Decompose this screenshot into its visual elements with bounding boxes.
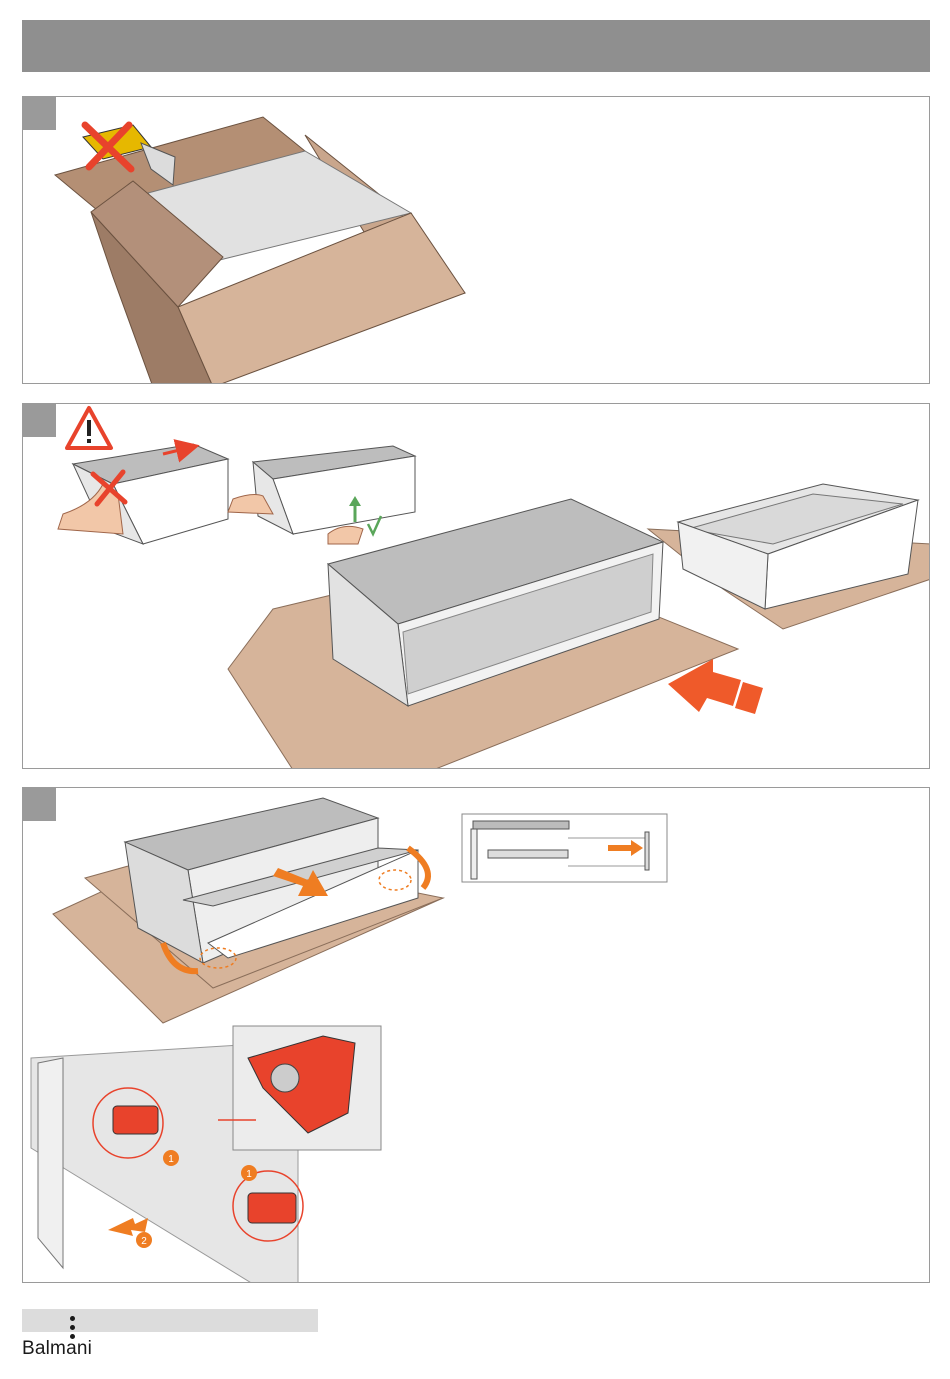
- callout-1b: 1: [246, 1169, 252, 1180]
- callout-2: 2: [141, 1236, 147, 1247]
- brand-name: Balmani: [22, 1338, 92, 1360]
- step-2-panel: [22, 403, 930, 769]
- step-2-badge: [23, 404, 56, 437]
- open-box-illustration: [23, 97, 930, 384]
- brand-logo: Balmani: [22, 1316, 112, 1376]
- step-3-panel: 1 1 2: [22, 787, 930, 1283]
- unpack-cabinet-illustration: [23, 404, 930, 769]
- step-3-badge: [23, 788, 56, 821]
- drawer-clip-icon-2: [248, 1193, 296, 1223]
- remove-drawer-illustration: 1 1 2: [23, 788, 930, 1283]
- step-1-panel: [22, 96, 930, 384]
- rail-section-diagram: [462, 814, 667, 882]
- step-1-badge: [23, 97, 56, 130]
- callout-1: 1: [168, 1154, 174, 1165]
- drawer-clip-icon: [113, 1106, 158, 1134]
- warning-icon: [67, 408, 111, 448]
- header-bar: [22, 20, 930, 72]
- hand-icon-3: [328, 526, 363, 544]
